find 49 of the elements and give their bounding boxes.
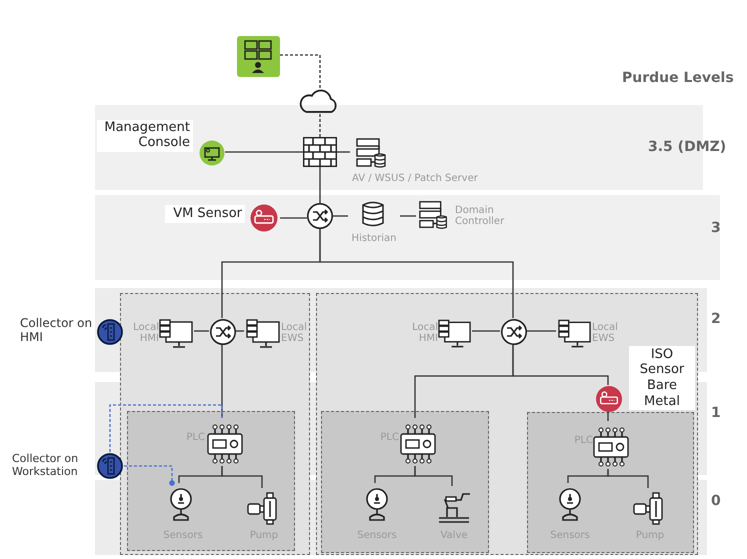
zone-box bbox=[127, 411, 295, 551]
device-label: Domain Controller bbox=[455, 204, 506, 229]
device-label: Historian bbox=[350, 232, 398, 245]
device-label: Management Console bbox=[97, 120, 193, 152]
level-label: 2 bbox=[711, 311, 721, 327]
switch-icon bbox=[307, 203, 333, 229]
switch-icon bbox=[501, 319, 527, 345]
connector-line bbox=[225, 151, 303, 153]
device-label: VM Sensor bbox=[165, 205, 245, 223]
device-label: Local EWS bbox=[592, 320, 619, 346]
connector-line bbox=[400, 215, 416, 217]
connector-line bbox=[607, 411, 609, 421]
zone-box bbox=[527, 412, 694, 553]
connector-line bbox=[235, 330, 244, 332]
connector-line bbox=[319, 167, 321, 203]
zone-box bbox=[316, 293, 698, 555]
connector-line bbox=[194, 330, 209, 332]
connector-line bbox=[607, 469, 649, 488]
device-label: Local HMI bbox=[132, 320, 159, 346]
connector-line bbox=[337, 151, 350, 153]
device-label: AV / WSUS / Patch Server bbox=[352, 172, 478, 186]
level-label: 1 bbox=[711, 405, 721, 421]
connector-line bbox=[221, 466, 263, 488]
level-label: 0 bbox=[711, 493, 721, 509]
connector-line bbox=[109, 404, 223, 452]
device-label: Local EWS bbox=[281, 320, 308, 346]
device-label: Collector on HMI bbox=[20, 316, 94, 346]
zone-box bbox=[321, 411, 489, 553]
connector-line bbox=[512, 344, 609, 385]
connector-line bbox=[333, 215, 348, 217]
connector-line bbox=[526, 330, 556, 332]
device-label: Collector on Workstation bbox=[12, 452, 80, 480]
switch-icon bbox=[210, 319, 236, 345]
zone-box bbox=[120, 293, 310, 555]
connector-line bbox=[319, 229, 514, 318]
device-label: ISO Sensor Bare Metal bbox=[629, 346, 695, 410]
level-label: Purdue Levels bbox=[622, 70, 734, 86]
connector-line bbox=[319, 114, 321, 137]
level-label: 3.5 (DMZ) bbox=[648, 139, 726, 155]
level-label: 3 bbox=[711, 220, 721, 236]
connector-line bbox=[414, 466, 453, 486]
connector-line bbox=[280, 217, 307, 219]
device-label: Local HMI bbox=[411, 320, 438, 346]
sensor-appliance-icon bbox=[596, 386, 622, 412]
connector-line bbox=[221, 344, 223, 418]
connector-line bbox=[280, 54, 321, 88]
connector-line bbox=[472, 330, 500, 332]
firewall-icon bbox=[303, 137, 337, 167]
dashboard-icon bbox=[237, 36, 280, 77]
